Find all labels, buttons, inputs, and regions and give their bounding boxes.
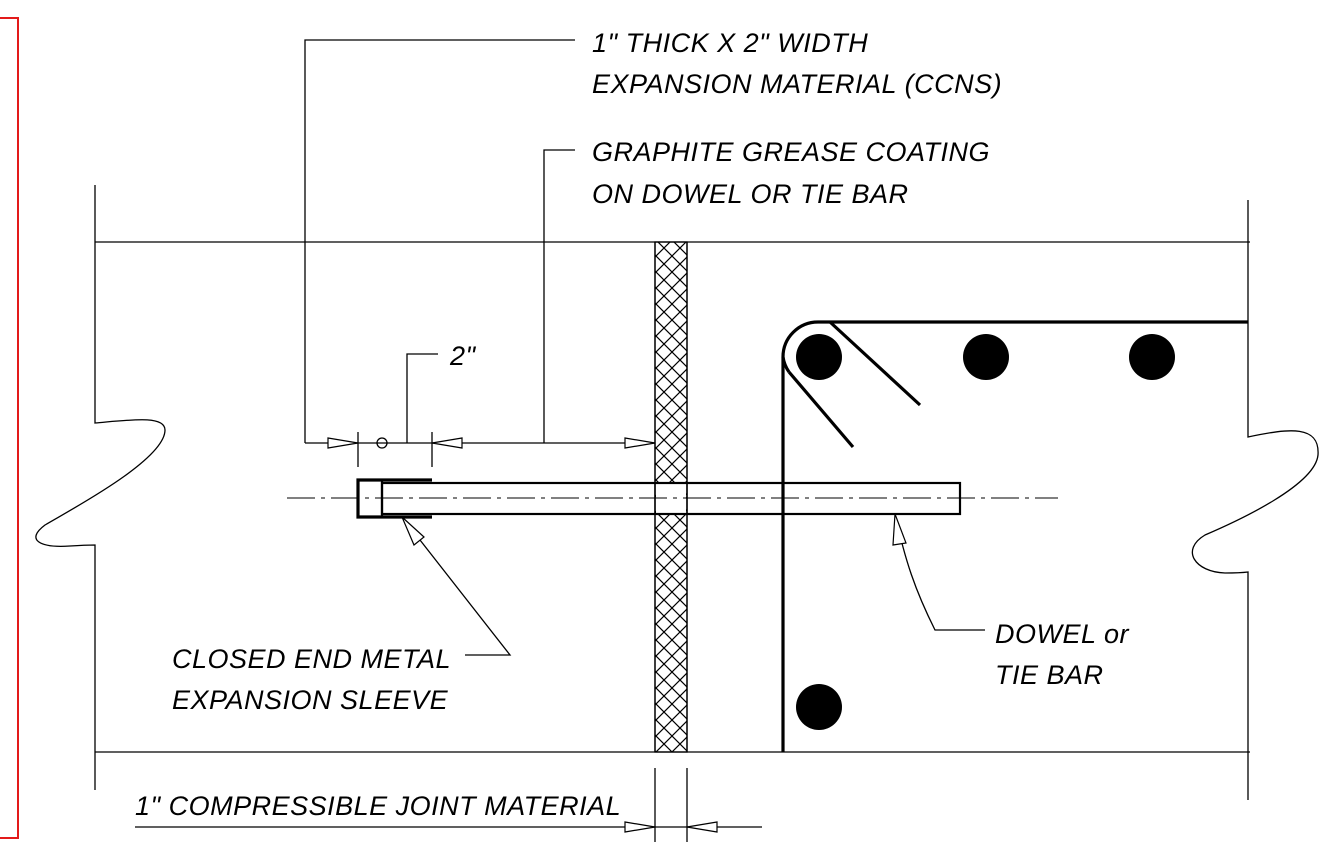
expansion-material-label-line2: EXPANSION MATERIAL (CCNS)	[592, 69, 1002, 99]
graphite-label-line1: GRAPHITE GREASE COATING	[592, 137, 990, 167]
leader-expansion-material	[304, 39, 575, 443]
rebar-section	[963, 334, 1009, 380]
left-break-line	[35, 185, 166, 790]
rebar-section	[1129, 334, 1175, 380]
dowel-label-line1: DOWEL or	[995, 619, 1130, 649]
stirrup-reinforcement	[781, 320, 1248, 752]
sleeve-label-line2: EXPANSION SLEEVE	[172, 685, 449, 715]
right-break-line	[1191, 200, 1319, 800]
joint-material-label: 1" COMPRESSIBLE JOINT MATERIAL	[135, 791, 621, 821]
rebar-section	[796, 334, 842, 380]
dowel-label-line2: TIE BAR	[995, 660, 1104, 690]
rebar-section	[796, 684, 842, 730]
leader-2in	[406, 353, 438, 443]
sleeve-label-line1: CLOSED END METAL	[172, 644, 451, 674]
dimension-2in-label: 2"	[449, 341, 477, 371]
leader-sleeve	[401, 516, 512, 656]
leader-graphite-coating	[543, 149, 575, 443]
sheet-border	[0, 17, 19, 839]
leader-dowel	[894, 513, 985, 631]
graphite-label-line2: ON DOWEL OR TIE BAR	[592, 179, 909, 209]
expansion-material-label-line1: 1" THICK X 2" WIDTH	[592, 28, 868, 58]
